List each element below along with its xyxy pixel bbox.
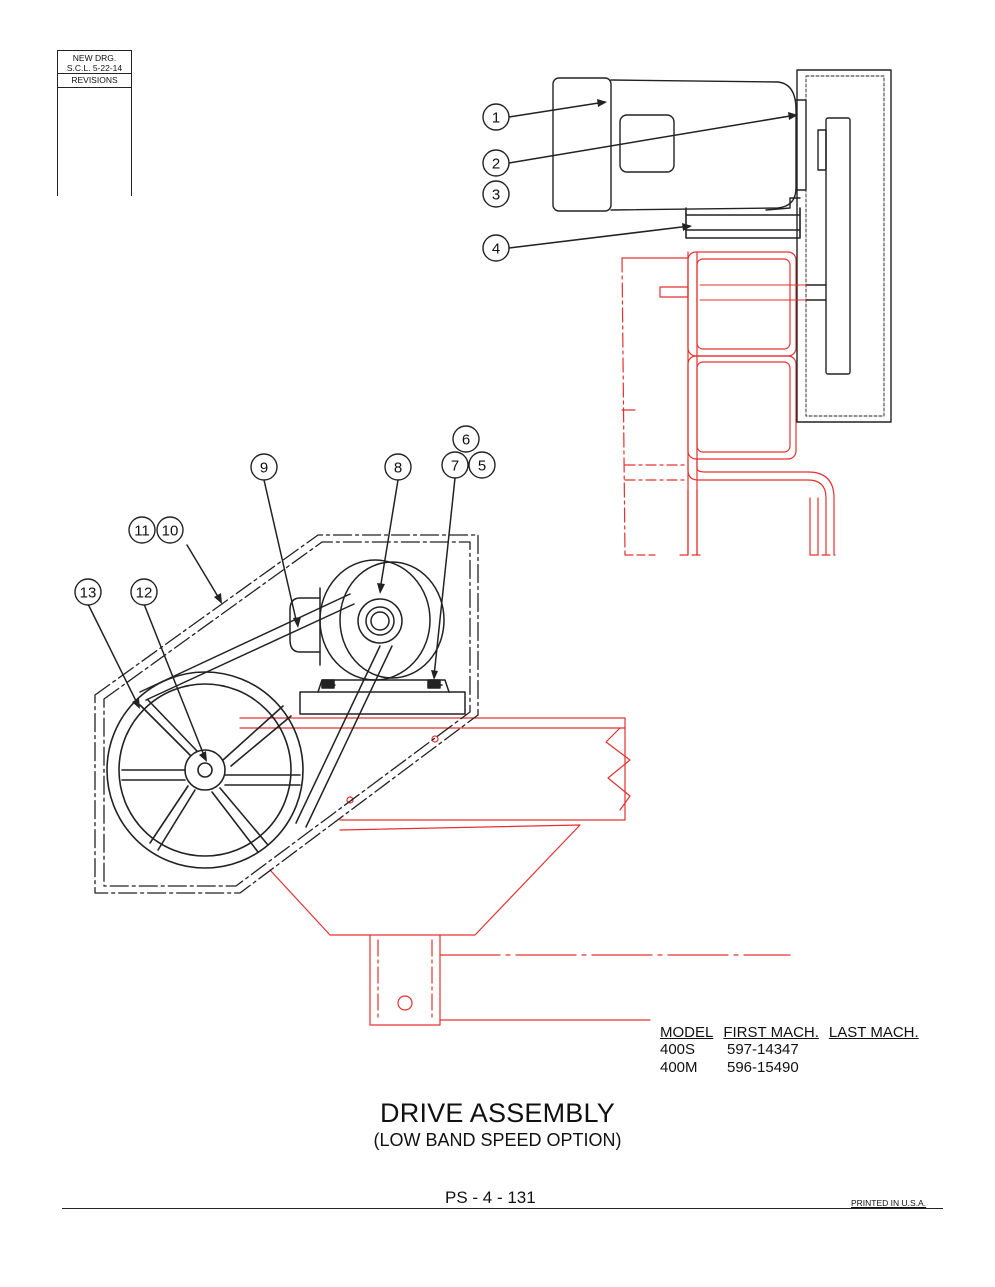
callout-11 <box>128 516 156 544</box>
callout-label-4: 4 <box>492 241 500 258</box>
header-first-mach: FIRST MACH. <box>723 1024 819 1041</box>
callout-12 <box>130 578 158 606</box>
motor-side-view <box>552 77 807 239</box>
callout-4 <box>482 234 510 262</box>
arrowheads-front-view <box>132 583 438 762</box>
callout-8 <box>384 453 412 481</box>
callout-3 <box>482 180 510 208</box>
callout-9 <box>250 453 278 481</box>
callout-1 <box>482 103 510 131</box>
revision-block: NEW DRG. S.C.L. 5-22-14 REVISIONS <box>57 50 132 196</box>
row-first-mach: 596-15490 <box>727 1059 799 1076</box>
model-serial-table: MODEL FIRST MACH. LAST MACH. 400S 597-14… <box>660 1024 945 1077</box>
model-table-header: MODEL FIRST MACH. LAST MACH. <box>660 1024 945 1041</box>
revision-line-2: S.C.L. 5-22-14 <box>66 63 123 73</box>
page-subtitle: (LOW BAND SPEED OPTION) <box>373 1130 622 1150</box>
callout-13 <box>74 578 102 606</box>
v-belt <box>139 593 393 828</box>
callout-6 <box>452 425 480 453</box>
header-model: MODEL <box>660 1024 714 1041</box>
revisions-label: REVISIONS <box>58 74 131 88</box>
callout-label-1: 1 <box>492 110 500 127</box>
callout-label-9: 9 <box>260 460 268 477</box>
table-row: 400M 596-15490 <box>660 1059 945 1077</box>
leaders-front-view <box>87 477 456 759</box>
leaders-side-view <box>508 101 797 249</box>
callout-5 <box>468 451 496 479</box>
row-model: 400M <box>660 1059 698 1076</box>
page-title: DRIVE ASSEMBLY <box>380 1098 615 1128</box>
callout-circles <box>74 103 510 606</box>
revision-line-1: NEW DRG. <box>72 53 117 63</box>
machine-base-reference <box>239 717 791 1026</box>
callout-label-8: 8 <box>394 460 402 477</box>
callout-label-11: 11 <box>134 523 150 540</box>
frame-reference-side <box>621 251 836 556</box>
belt-guard-front <box>94 534 479 894</box>
callout-label-6: 6 <box>462 432 470 449</box>
belt-guard-side-view <box>699 69 892 423</box>
large-sheave <box>106 671 304 869</box>
callout-10 <box>156 516 184 544</box>
callout-label-3: 3 <box>492 187 500 204</box>
header-last-mach: LAST MACH. <box>828 1024 919 1041</box>
row-first-mach: 597-14347 <box>727 1041 799 1058</box>
page-code: PS - 4 - 131 <box>445 1188 536 1207</box>
callout-2 <box>482 149 510 177</box>
callout-7 <box>441 451 469 479</box>
footer-rule <box>62 1208 943 1209</box>
printed-in-usa: PRINTED IN U.S.A. <box>851 1198 927 1208</box>
arrowheads-side-view <box>597 99 798 231</box>
callout-label-7: 7 <box>451 458 459 475</box>
callout-label-5: 5 <box>478 458 486 475</box>
callout-label-12: 12 <box>136 585 153 602</box>
table-row: 400S 597-14347 <box>660 1041 945 1059</box>
revision-new-drawing: NEW DRG. S.C.L. 5-22-14 <box>58 50 131 74</box>
callout-label-2: 2 <box>492 156 500 173</box>
motor-front-view <box>289 559 466 715</box>
callout-label-13: 13 <box>80 585 97 602</box>
row-model: 400S <box>660 1041 696 1058</box>
callout-label-10: 10 <box>162 523 179 540</box>
